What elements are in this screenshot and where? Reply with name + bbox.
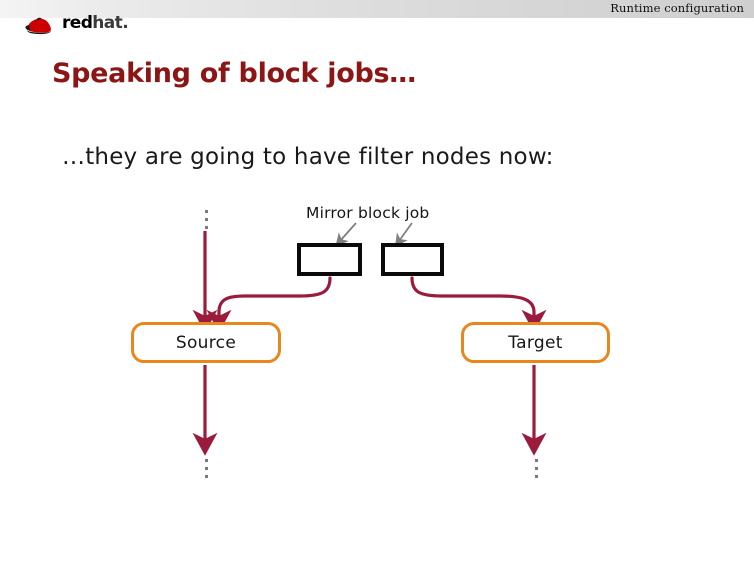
node-target: Target xyxy=(461,322,610,363)
logo-word-dot: . xyxy=(122,13,129,33)
mirror-block-job-label: Mirror block job xyxy=(306,204,430,222)
redhat-shadowman-icon xyxy=(25,17,52,35)
logo-word-hat: hat xyxy=(92,13,123,33)
redhat-wordmark: redhat. xyxy=(62,13,129,33)
ellipsis-below-source xyxy=(204,459,208,478)
pointer-arrow-right-icon xyxy=(394,222,413,247)
ellipsis-below-target xyxy=(534,459,538,478)
node-source: Source xyxy=(131,322,281,363)
logo-word-red: red xyxy=(62,13,93,33)
filter-node-left xyxy=(297,243,362,276)
redhat-logo: redhat. xyxy=(20,13,145,37)
node-target-label: Target xyxy=(508,332,563,353)
edge-filter-right-to-target xyxy=(410,276,547,333)
filter-node-right xyxy=(381,243,444,276)
pointer-arrow-left-icon xyxy=(335,222,357,247)
slide-body-text: …they are going to have filter nodes now… xyxy=(62,144,554,170)
edge-filter-left-to-source xyxy=(206,276,332,333)
page-title: Speaking of block jobs… xyxy=(52,58,416,89)
header-title: Runtime configuration xyxy=(610,1,744,15)
ellipsis-above-source xyxy=(204,210,208,229)
header-bar xyxy=(0,0,754,18)
node-source-label: Source xyxy=(175,332,237,353)
